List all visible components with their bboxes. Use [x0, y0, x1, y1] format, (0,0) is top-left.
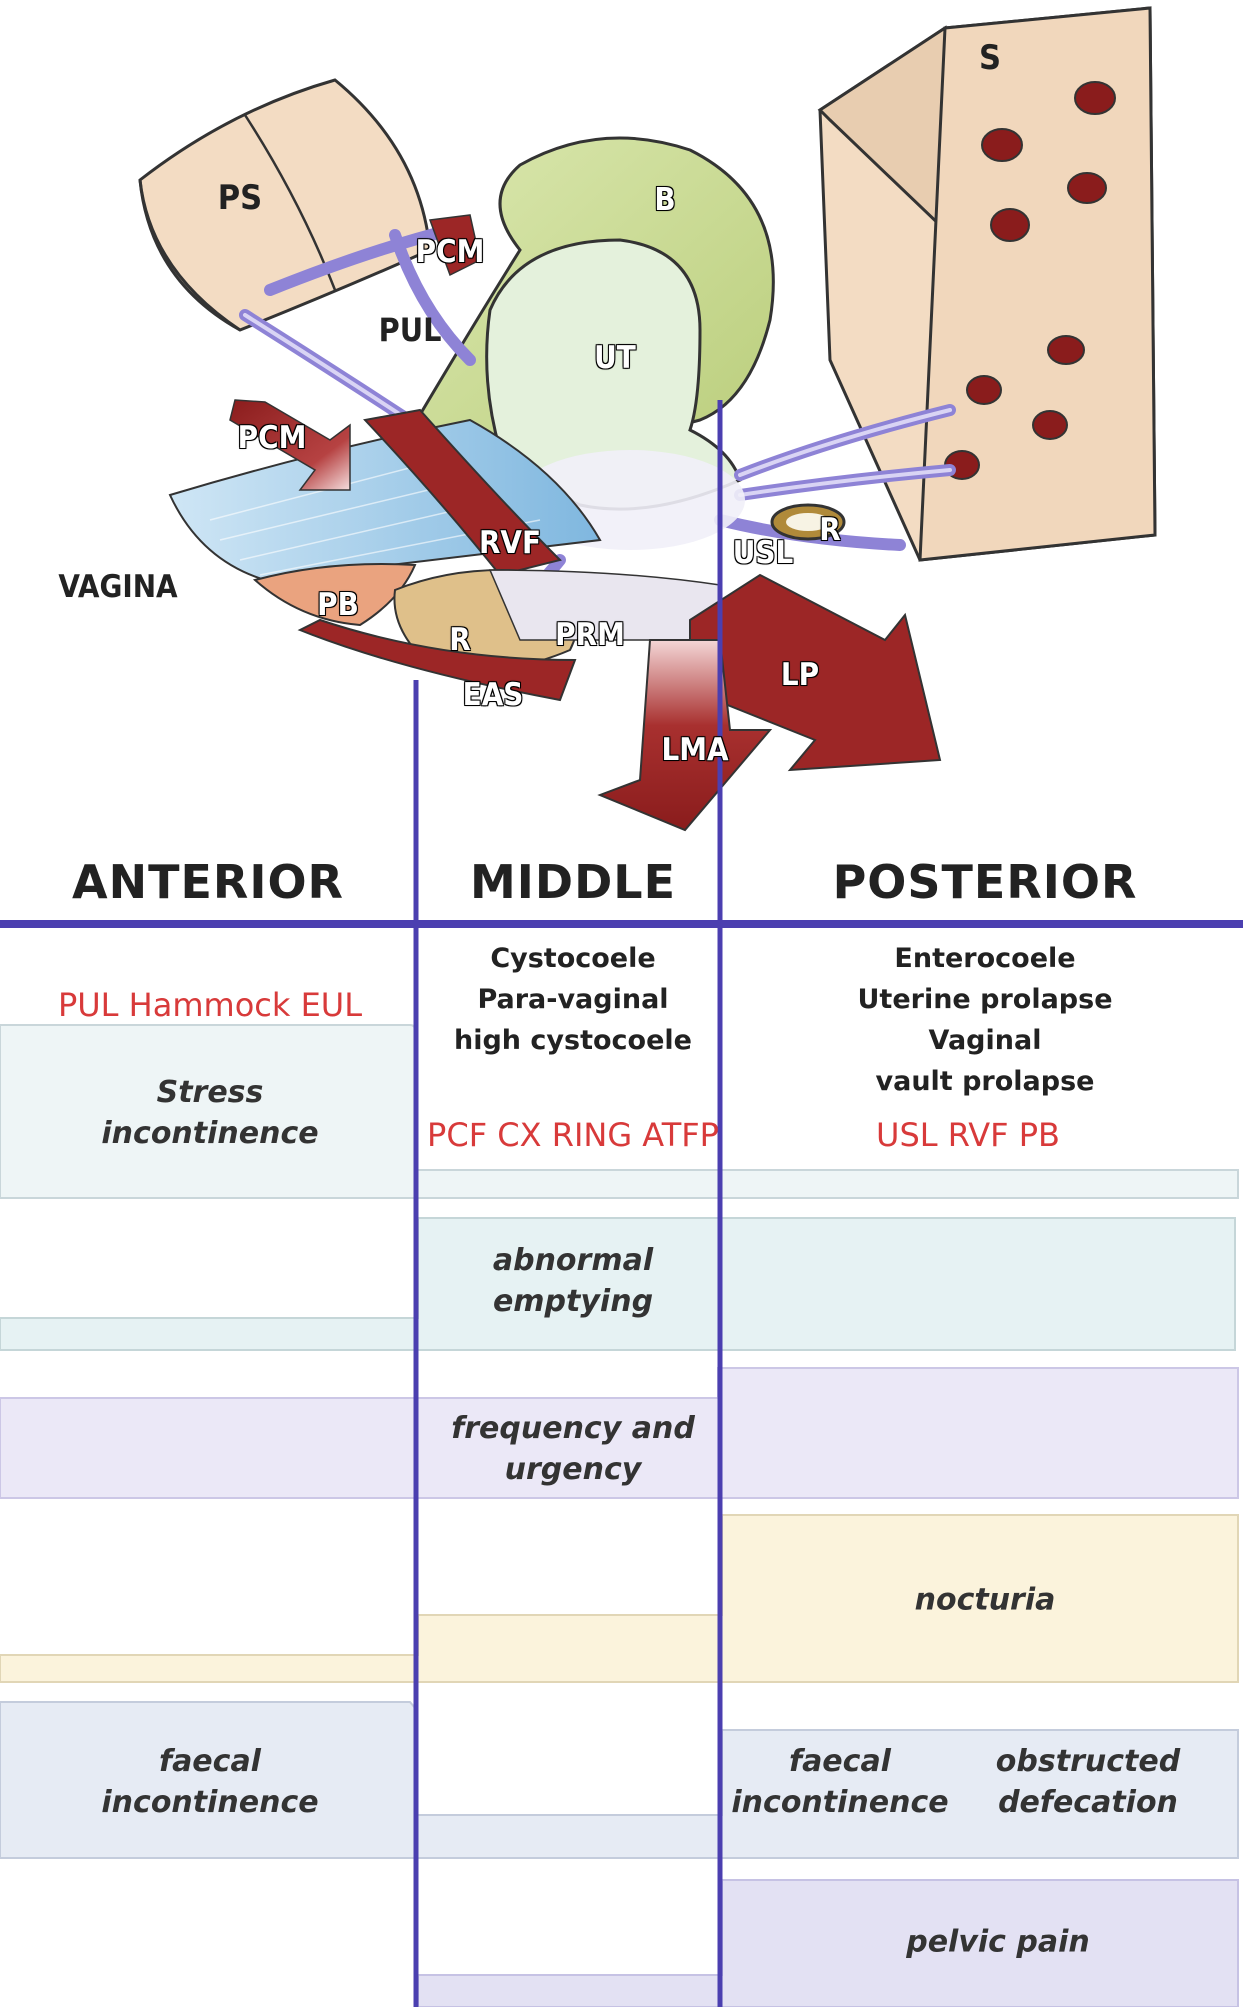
rvf-shape: [363, 408, 562, 577]
condition-item: Para-vaginal: [477, 984, 669, 1015]
symptom-faecal-incontinence-anterior: faecal incontinence: [101, 1741, 318, 1823]
symptom-frequency-urgency: frequency and urgency: [451, 1408, 695, 1490]
label-s: S: [978, 38, 1002, 78]
label-usl: USL: [732, 535, 794, 571]
label-rvf: RVF: [478, 525, 542, 561]
label-pcm-left: PCM: [237, 420, 307, 456]
posterior-conditions: Enterocoele Uterine prolapse Vaginal vau…: [857, 938, 1112, 1102]
pubic-symphysis-shape: [138, 78, 432, 332]
label-r-left: R: [449, 622, 471, 658]
label-pul: PUL: [378, 311, 442, 349]
symptom-line: faecal: [159, 1744, 261, 1779]
condition-item: high cystocoele: [454, 1025, 692, 1056]
column-header-middle: MIDDLE: [470, 855, 676, 909]
eas-shape: [297, 618, 577, 702]
symptom-nocturia: nocturia: [914, 1582, 1056, 1618]
condition-item: Enterocoele: [894, 943, 1076, 974]
symptom-line: incontinence: [731, 1785, 949, 1820]
symptom-line: defecation: [998, 1785, 1178, 1820]
pcm-left-arrow-shape: [229, 399, 351, 491]
label-b: B: [654, 182, 676, 218]
symptom-obstructed-defecation: obstructed defecation: [996, 1741, 1180, 1823]
pelvic-pain-band-shape: [417, 1879, 1239, 2007]
column-dividers: [0, 400, 1243, 2007]
symptom-stress-incontinence: Stress incontinence: [101, 1072, 318, 1154]
structures-middle: PCF CX RING ATFP: [427, 1116, 719, 1154]
label-r-right: R: [819, 512, 841, 548]
symptom-line: faecal: [789, 1744, 891, 1779]
label-lp: LP: [780, 657, 820, 693]
symptom-line: incontinence: [101, 1785, 319, 1820]
symptom-line: obstructed: [995, 1744, 1181, 1779]
pcm-top-arrow-shape: [428, 214, 481, 277]
column-header-anterior: ANTERIOR: [72, 855, 344, 909]
label-pcm-top: PCM: [415, 234, 485, 270]
condition-item: Vaginal: [928, 1025, 1042, 1056]
column-header-posterior: POSTERIOR: [832, 855, 1138, 909]
condition-item: Uterine prolapse: [857, 984, 1113, 1015]
structures-posterior: USL RVF PB: [876, 1116, 1060, 1154]
label-pb: PB: [317, 587, 359, 623]
symptom-line: emptying: [492, 1284, 654, 1319]
label-ps: PS: [217, 178, 263, 218]
label-lma: LMA: [661, 732, 729, 768]
symptom-line: frequency and: [451, 1411, 695, 1446]
condition-item: vault prolapse: [875, 1066, 1095, 1097]
symptom-line: urgency: [504, 1452, 642, 1487]
lp-arrow-shape: [689, 573, 942, 772]
label-prm: PRM: [555, 617, 625, 653]
label-vagina: VAGINA: [58, 569, 178, 605]
bladder-uterus-shape: [402, 136, 775, 511]
nocturia-band-shape: [0, 1514, 1239, 1683]
symptom-pelvic-pain: pelvic pain: [906, 1924, 1090, 1960]
symptom-line: Stress: [156, 1075, 264, 1110]
label-eas: EAS: [462, 677, 524, 713]
symptom-faecal-incontinence-posterior: faecal incontinence: [731, 1741, 948, 1823]
symptom-abnormal-emptying: abnormal emptying: [493, 1240, 653, 1322]
symptom-bands: [0, 1024, 1239, 2007]
structures-anterior: PUL Hammock EUL: [57, 986, 363, 1024]
label-ut: UT: [594, 340, 636, 376]
middle-conditions: Cystocoele Para-vaginal high cystocoele: [454, 938, 692, 1061]
symptom-line: abnormal: [492, 1243, 654, 1278]
symptom-line: incontinence: [101, 1116, 319, 1151]
condition-item: Cystocoele: [490, 943, 656, 974]
